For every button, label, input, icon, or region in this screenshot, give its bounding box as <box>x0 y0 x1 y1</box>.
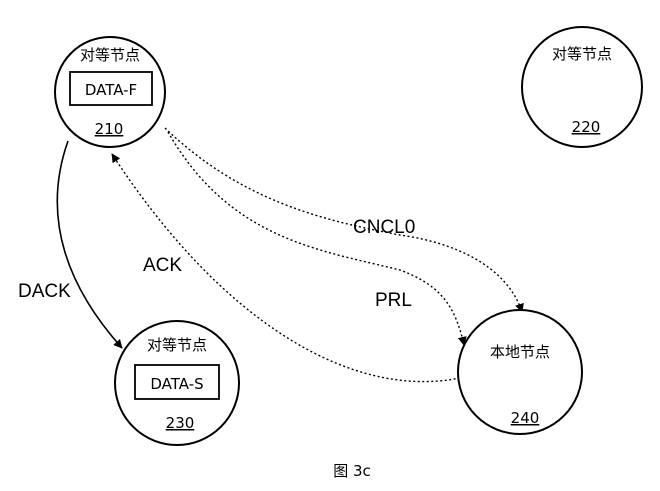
node-230-box-label: DATA-S <box>150 375 203 393</box>
edge-prl: PRL <box>167 131 467 346</box>
edge-cncl-path <box>164 127 524 313</box>
edge-ack-label: ACK <box>143 255 182 276</box>
edge-ack: ACK <box>111 153 461 383</box>
edge-prl-label: PRL <box>375 290 412 311</box>
node-220-title: 对等节点 <box>552 45 612 63</box>
edge-prl-path <box>167 131 467 346</box>
node-230-id: 230 <box>166 414 195 432</box>
node-230: 对等节点 DATA-S 230 <box>114 320 240 446</box>
node-230-data-box <box>134 364 220 400</box>
node-220: 对等节点 220 <box>521 26 643 148</box>
node-240-title: 本地节点 <box>490 343 550 361</box>
node-240-id: 240 <box>511 409 540 427</box>
node-210-data-box <box>69 71 153 106</box>
edge-dack: DACK <box>18 140 123 349</box>
node-210-title: 对等节点 <box>80 46 140 64</box>
node-220-circle <box>521 26 643 148</box>
edge-cncl: CNCL0 <box>164 127 524 313</box>
edge-dack-path <box>56 140 123 349</box>
figure-caption: 图 3c <box>333 462 371 480</box>
node-220-id: 220 <box>572 118 601 136</box>
node-240-circle <box>457 309 583 435</box>
node-230-title: 对等节点 <box>147 336 207 354</box>
node-210-box-label: DATA-F <box>85 81 137 99</box>
edge-cncl-label: CNCL0 <box>353 217 415 238</box>
node-210: 对等节点 DATA-F 210 <box>54 36 166 148</box>
edge-ack-path <box>111 153 461 383</box>
node-240: 本地节点 240 <box>457 309 583 435</box>
node-210-id: 210 <box>95 120 124 138</box>
edge-dack-label: DACK <box>18 281 71 302</box>
